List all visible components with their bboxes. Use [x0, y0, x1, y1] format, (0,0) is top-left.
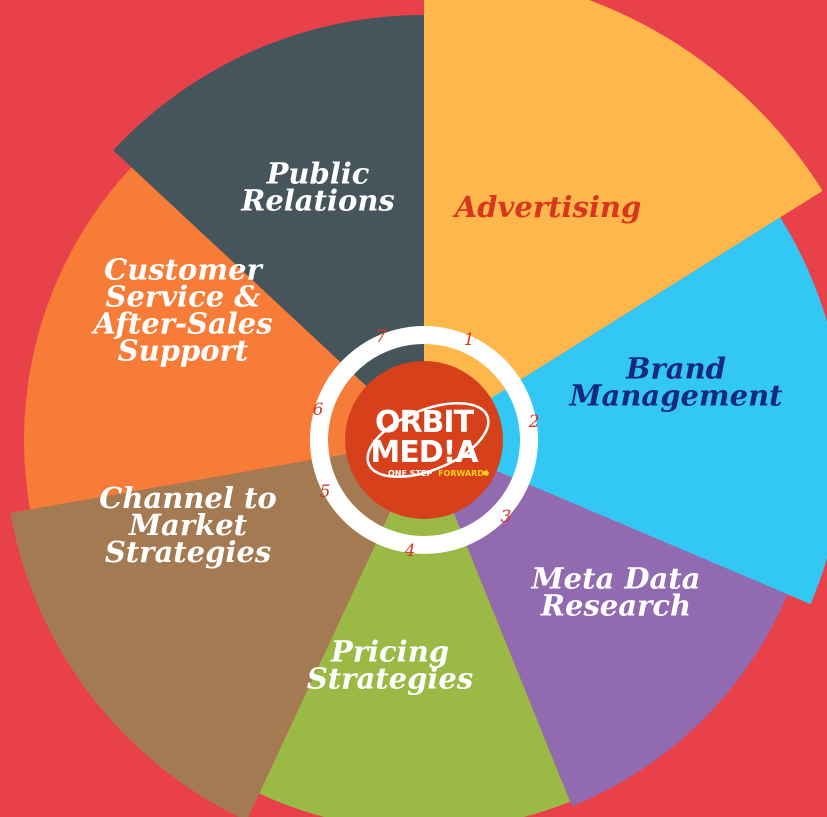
logo-tagline: ONE STEP FORWARD [388, 469, 484, 478]
segment-number-1: 1 [464, 330, 475, 350]
logo-circle [345, 361, 503, 519]
segment-number-7: 7 [376, 327, 387, 347]
segment-wedge-4 [259, 440, 571, 817]
segment-wedge-1 [424, 0, 823, 440]
segment-label-line: Advertising [452, 190, 641, 224]
logo-text-media: MED!A [370, 435, 479, 470]
segment-label-line: Public [266, 157, 370, 191]
segment-wedge-2 [424, 217, 827, 605]
segment-label-line: Customer [104, 253, 264, 287]
logo-tagline-part-two: FORWARD [438, 469, 484, 478]
segment-label-line: Market [128, 508, 248, 542]
segment-wedge-7 [113, 15, 424, 440]
segment-label-line: Channel to [99, 481, 276, 515]
segment-label-line: Relations [240, 184, 395, 218]
segment-wedge-5 [10, 440, 424, 817]
segment-label-line: After-Sales [90, 307, 272, 341]
segment-label-line: Strategies [307, 662, 473, 696]
logo-text-orbit: ORBIT [375, 405, 475, 440]
segment-number-4: 4 [404, 541, 416, 561]
segment-label-line: Strategies [105, 535, 271, 569]
segment-label-line: Support [118, 334, 249, 368]
logo-orbit-swoosh [366, 402, 490, 478]
segment-label-line: Management [568, 379, 783, 413]
segment-numbers: 1 2 3 4 5 6 7 [313, 327, 540, 561]
segment-number-5: 5 [320, 482, 331, 502]
segment-label-line: Research [540, 589, 691, 623]
segment-label-1: Advertising [452, 190, 641, 224]
segment-number-2: 2 [528, 412, 540, 432]
segments-group [10, 0, 827, 817]
segment-number-6: 6 [313, 400, 324, 420]
logo-tagline-part-one: ONE STEP [388, 469, 432, 478]
segment-wedge-3 [424, 440, 788, 807]
segment-label-line: Service & [106, 280, 261, 314]
segment-label-line: Brand [625, 352, 726, 386]
logo-dot [483, 470, 489, 476]
segment-label-line: Pricing [330, 635, 449, 669]
segment-number-3: 3 [501, 507, 512, 527]
orbit-media-logo: ORBIT MED!A ONE STEP FORWARD [345, 361, 503, 519]
segment-label-line: Meta Data [531, 562, 701, 596]
